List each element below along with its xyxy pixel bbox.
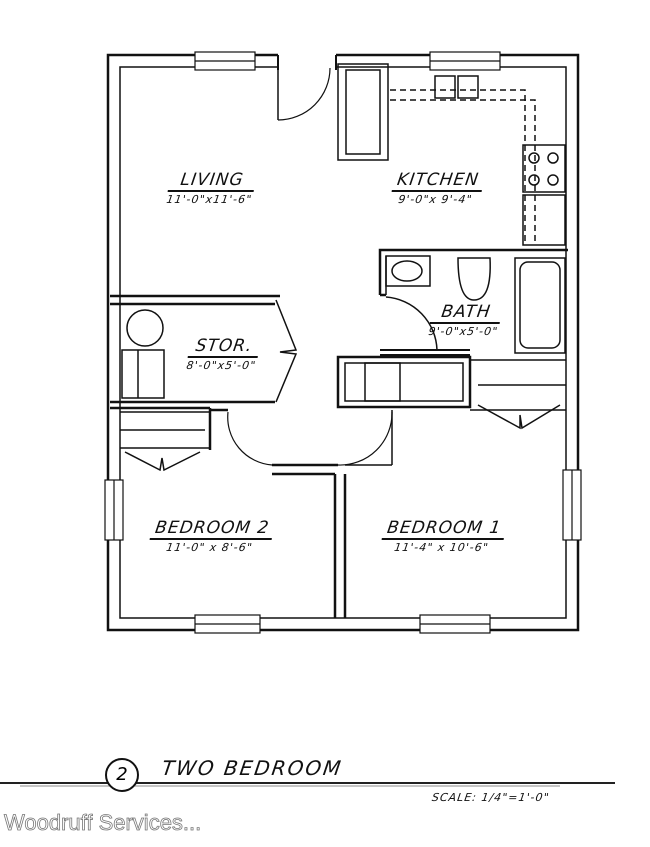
exterior-walls <box>106 52 580 632</box>
watermark: Woodruff Services... <box>4 810 202 836</box>
windows <box>104 51 582 634</box>
scale-note: SCALE: 1/4"=1'-0" <box>431 791 551 804</box>
storage-room <box>110 294 298 410</box>
interior-walls <box>208 408 393 618</box>
plan-number-badge: 2 <box>105 758 139 792</box>
kitchen-fixtures <box>337 63 566 246</box>
hall-closets <box>336 355 566 430</box>
bath-fixtures <box>378 248 568 356</box>
entry-door <box>277 67 331 121</box>
plan-title: TWO BEDROOM <box>160 756 345 780</box>
